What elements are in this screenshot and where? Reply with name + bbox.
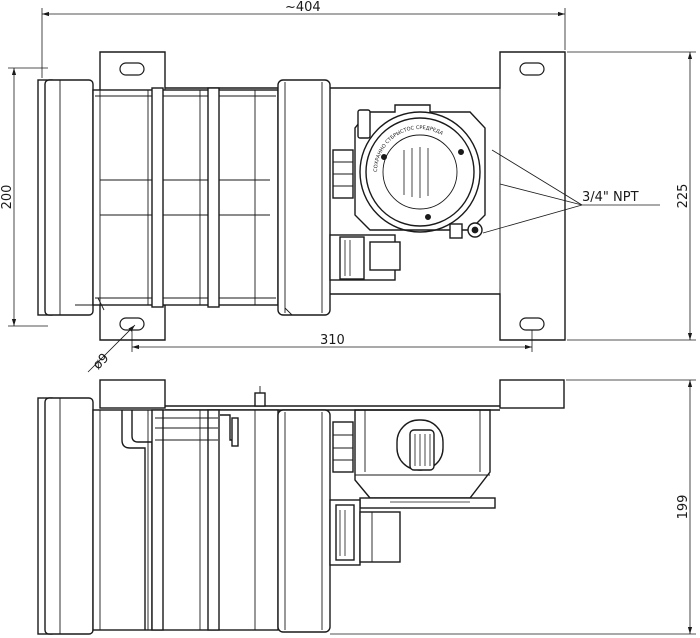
dim-mount-span: 310 [131, 330, 533, 352]
height-199-label: 199 [676, 495, 691, 520]
top-view: СОХРАННО СТБРЫСТОС СРЕДРЕДА [0, 0, 696, 373]
side-view: 199 [37, 379, 696, 635]
clamp-strap-2 [207, 87, 220, 308]
dim-height-199: 199 [330, 379, 696, 635]
mount-span-label: 310 [320, 333, 345, 348]
height-225-label: 225 [676, 184, 691, 209]
mount-slot-bottom-right [519, 317, 545, 331]
side-junction-box [332, 409, 496, 509]
junction-box: СОХРАННО СТБРЫСТОС СРЕДРЕДА [354, 104, 486, 239]
side-cylinder-body [92, 409, 279, 631]
dim-height-225: 225 [567, 51, 696, 341]
mount-slot-top-right [519, 62, 545, 76]
dim-height-200: 200 [0, 67, 48, 327]
side-lens-flange [37, 397, 94, 635]
height-200-label: 200 [0, 185, 15, 210]
terminal-box-lower [329, 234, 401, 281]
clamp-strap-1 [151, 87, 164, 308]
mount-slot-top-left [119, 62, 145, 76]
side-terminal-box [329, 499, 401, 566]
cover-screw-3 [424, 213, 431, 220]
mounting-plate [99, 51, 566, 341]
npt-label: 3/4" NPT [582, 190, 639, 205]
plate-center-text-lines [403, 147, 429, 198]
lens-flange [37, 79, 94, 316]
cover-screw-1 [380, 153, 387, 160]
hole-diameter-label: ø9 [90, 351, 112, 373]
dim-hole-diameter: ø9 [87, 324, 136, 373]
side-rear-cap [277, 409, 331, 633]
npt-callout: 3/4" NPT [482, 149, 660, 234]
dim-overall-width: ~404 [41, 0, 566, 78]
cover-screw-2 [457, 148, 464, 155]
cylinder-body [75, 87, 279, 311]
rear-cap [277, 79, 331, 316]
cable-gland-left [332, 149, 354, 199]
side-mounting-plate [99, 379, 565, 411]
junction-box-cover [365, 117, 475, 227]
overall-width-label: ~404 [285, 0, 321, 15]
junction-box-cover-outer [359, 111, 481, 233]
